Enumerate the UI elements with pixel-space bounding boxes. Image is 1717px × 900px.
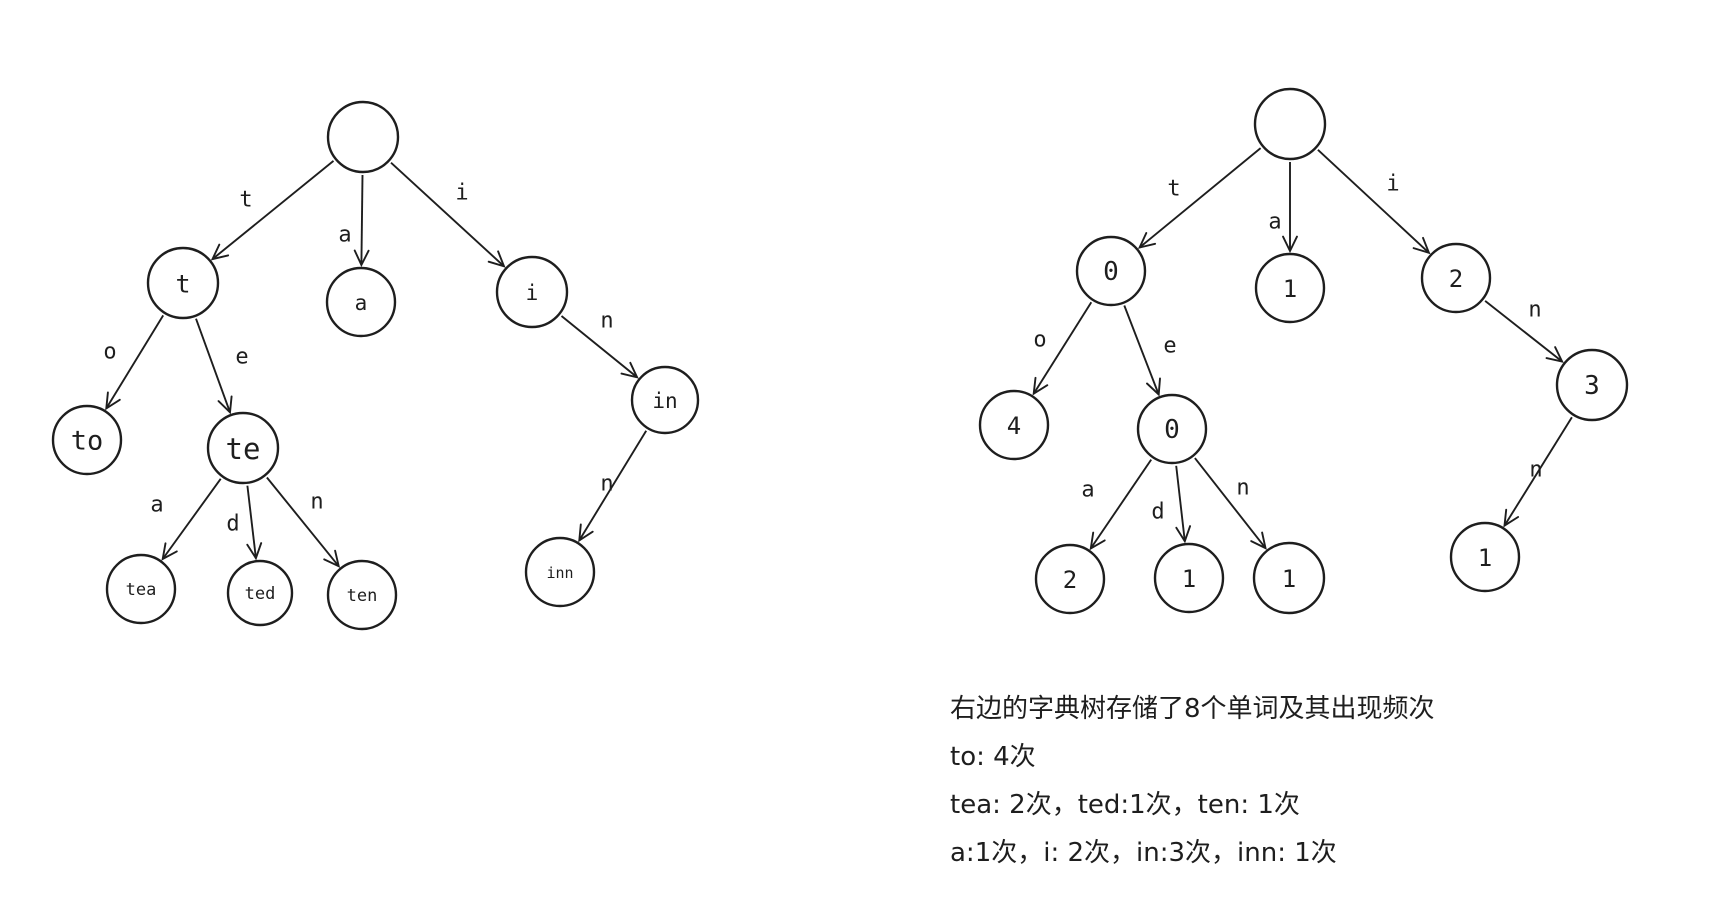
left-edge-label-root-i: i	[455, 181, 468, 206]
right-node-label-in: 3	[1584, 371, 1600, 401]
left-node-label-in: in	[652, 389, 677, 413]
left-edge-label-root-t: t	[239, 188, 252, 213]
left-edge-t-te	[195, 318, 233, 415]
right-edge-t-te	[1123, 305, 1161, 397]
right-node-label-te: 0	[1164, 415, 1180, 445]
right-node-ten: 1	[1252, 541, 1326, 615]
left-edge-te-ted	[246, 485, 263, 561]
right-edge-label-te-ted: d	[1151, 500, 1164, 525]
right-edge-te-ten	[1194, 457, 1267, 550]
left-node-label-ted: ted	[245, 584, 276, 604]
right-edge-te-ted	[1175, 465, 1192, 544]
left-node-label-te: te	[226, 432, 261, 466]
right-edge-label-t-to: o	[1033, 328, 1046, 353]
right-node-i: 2	[1420, 242, 1492, 314]
right-node-label-a: 1	[1283, 275, 1297, 303]
right-node-t: 0	[1075, 235, 1147, 307]
left-node-to: to	[51, 404, 123, 476]
left-node-te: te	[206, 411, 280, 485]
notes-title: 右边的字典树存储了8个单词及其出现频次	[950, 694, 1435, 724]
right-node-te: 0	[1136, 393, 1208, 465]
notes-line-a-i-words: a:1次，i: 2次，in:3次，inn: 1次	[950, 838, 1337, 868]
left-edge-label-t-to: o	[103, 340, 116, 365]
right-node-a: 1	[1254, 252, 1326, 324]
left-node-label-ten: ten	[347, 586, 378, 606]
right-edge-label-in-inn: n	[1529, 458, 1542, 483]
frequency-notes: 右边的字典树存储了8个单词及其出现频次 to: 4次 tea: 2次，ted:1…	[950, 685, 1650, 877]
left-node-label-inn: inn	[546, 564, 573, 582]
left-edge-root-a	[353, 174, 370, 268]
notes-line-to: to: 4次	[950, 742, 1036, 772]
right-node-label-to: 4	[1007, 412, 1021, 440]
left-edge-label-te-ted: d	[226, 512, 239, 537]
left-node-label-a: a	[355, 291, 368, 315]
left-edge-label-te-tea: a	[150, 493, 163, 518]
right-edge-label-root-a: a	[1268, 210, 1281, 235]
left-edge-label-root-a: a	[338, 223, 351, 248]
right-edge-t-to	[1032, 301, 1093, 396]
right-edge-root-t	[1137, 147, 1262, 249]
right-tree-nodes: 0 1 2 4 0 3 2 1 1 1	[978, 87, 1629, 615]
right-edge-label-root-t: t	[1167, 177, 1180, 202]
left-edge-root-i	[390, 161, 506, 268]
right-tree-edges	[1032, 147, 1573, 551]
left-edge-te-tea	[161, 478, 222, 561]
right-edge-label-te-ten: n	[1236, 476, 1249, 501]
right-node-inn: 1	[1449, 521, 1521, 593]
left-edge-label-i-in: n	[600, 309, 613, 334]
left-node-label-tea: tea	[126, 580, 157, 600]
left-edge-te-ten	[266, 476, 341, 568]
right-edge-root-i	[1317, 149, 1431, 255]
notes-line-te-words: tea: 2次，ted:1次，ten: 1次	[950, 790, 1300, 820]
left-node-i: i	[495, 255, 569, 329]
left-edge-t-to	[105, 314, 165, 411]
right-edge-label-root-i: i	[1386, 172, 1399, 197]
right-node-label-t: 0	[1103, 257, 1119, 287]
left-node-label-to: to	[71, 426, 104, 457]
left-node-tea: tea	[105, 553, 177, 625]
right-node-ted: 1	[1153, 542, 1225, 614]
left-tree-edges	[105, 160, 648, 568]
right-edge-label-t-te: e	[1163, 334, 1176, 359]
left-edge-in-inn	[578, 430, 648, 543]
left-node-in: in	[630, 365, 700, 435]
right-node-to: 4	[978, 389, 1050, 461]
left-edge-root-t	[210, 160, 335, 261]
right-node-label-i: 2	[1449, 265, 1463, 293]
left-edge-label-t-te: e	[235, 345, 248, 370]
left-edge-label-in-inn: n	[600, 472, 613, 497]
left-node-inn: inn	[524, 536, 596, 608]
left-node-label-i: i	[526, 281, 539, 305]
right-edge-label-te-tea: a	[1081, 478, 1094, 503]
right-node-label-ten: 1	[1282, 565, 1296, 593]
right-node-label-tea: 2	[1063, 566, 1077, 594]
right-node-label-ted: 1	[1182, 565, 1196, 593]
right-node-label-inn: 1	[1478, 544, 1492, 572]
right-node-root	[1253, 87, 1327, 161]
right-node-tea: 2	[1034, 543, 1106, 615]
right-edge-i-in	[1484, 300, 1564, 363]
right-edge-in-inn	[1503, 416, 1573, 528]
left-edge-label-te-ten: n	[310, 490, 323, 515]
left-node-ted: ted	[226, 559, 294, 627]
right-edge-root-a	[1282, 162, 1298, 254]
left-node-label-t: t	[175, 270, 190, 299]
right-tree-edge-labels: t a i o e n a d n n	[1033, 172, 1542, 525]
left-node-ten: ten	[326, 559, 398, 631]
left-node-a: a	[325, 266, 397, 338]
left-edge-i-in	[560, 315, 639, 379]
right-edge-te-tea	[1089, 459, 1152, 551]
left-tree-edge-labels: t a i o e n a d n n	[103, 181, 613, 537]
left-node-t: t	[146, 246, 220, 320]
right-node-in: 3	[1555, 348, 1629, 422]
right-edge-label-i-in: n	[1528, 298, 1541, 323]
left-node-root	[326, 100, 400, 174]
